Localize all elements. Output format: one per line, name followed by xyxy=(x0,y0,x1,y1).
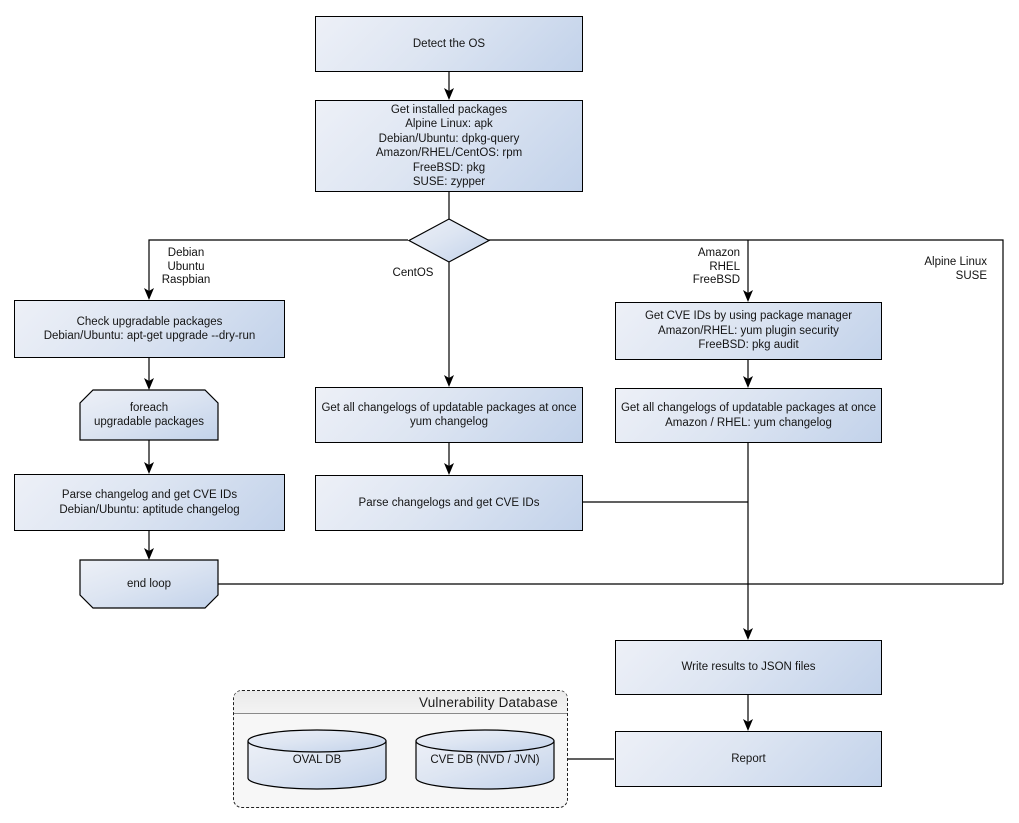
edge-label-line: Ubuntu xyxy=(167,260,205,273)
node-label: Get installed packages xyxy=(390,103,508,116)
edge-label-line: SUSE xyxy=(955,269,987,282)
database-label: OVAL DB xyxy=(292,753,342,766)
node-label: Get CVE IDs by using package manager xyxy=(644,310,853,323)
node-label: foreach xyxy=(129,401,169,414)
node-label: Get all changelogs of updatable packages… xyxy=(620,402,877,414)
node-label: Alpine Linux: apk xyxy=(405,118,493,130)
node-label: Amazon/RHEL: yum plugin security xyxy=(658,324,839,337)
node-label: Write results to JSON files xyxy=(681,661,816,674)
label-cve-db: CVE DB (NVD / JVN) xyxy=(416,746,554,774)
node-label: FreeBSD: pkg audit xyxy=(698,339,799,352)
node-label: Debian/Ubuntu: apt-get upgrade --dry-run xyxy=(43,330,256,342)
node-label: Parse changelog and get CVE IDs xyxy=(61,489,238,501)
database-label: CVE DB (NVD / JVN) xyxy=(430,753,540,766)
node-label: Amazon/RHEL/CentOS: rpm xyxy=(375,147,523,159)
node-detect-os: Detect the OS xyxy=(315,16,583,72)
vulnerability-database-title: Vulnerability Database xyxy=(234,691,567,714)
node-report: Report xyxy=(615,731,882,787)
node-label: end loop xyxy=(126,577,172,590)
node-get-changelogs-centos: Get all changelogs of updatable packages… xyxy=(315,387,583,443)
node-write-results-json: Write results to JSON files xyxy=(615,640,882,695)
edge-label-line: Raspbian xyxy=(161,274,211,286)
decision-os-diamond xyxy=(407,218,491,263)
node-label: upgradable packages xyxy=(94,416,204,428)
edge-label-amazon-rhel-freebsd: Amazon RHEL FreeBSD xyxy=(660,247,740,288)
edge-label-line: RHEL xyxy=(709,260,740,273)
node-label: yum changelog xyxy=(410,416,488,428)
edge-label-line: FreeBSD xyxy=(692,274,740,286)
node-check-upgradable-packages: Check upgradable packages Debian/Ubuntu:… xyxy=(14,300,285,358)
node-label: Report xyxy=(731,752,766,765)
loop-start-foreach: foreach upgradable packages xyxy=(80,390,218,440)
node-label: Check upgradable packages xyxy=(76,315,223,328)
node-get-installed-packages: Get installed packages Alpine Linux: apk… xyxy=(315,100,583,192)
loop-end: end loop xyxy=(80,560,218,608)
node-label: Get all changelogs of updatable packages… xyxy=(321,401,577,414)
edge-label-line: Amazon xyxy=(697,247,740,259)
label-oval-db: OVAL DB xyxy=(248,746,386,774)
node-label: Detect the OS xyxy=(412,37,486,50)
node-label: FreeBSD: pkg xyxy=(412,161,486,174)
node-label: SUSE: zypper xyxy=(412,176,486,188)
node-parse-changelog-debian: Parse changelog and get CVE IDs Debian/U… xyxy=(14,474,285,531)
node-parse-changelogs-centos: Parse changelogs and get CVE IDs xyxy=(315,475,583,531)
edge-label-debian-ubuntu-raspbian: Debian Ubuntu Raspbian xyxy=(150,247,222,288)
edge-label-alpine-linux-suse: Alpine Linux SUSE xyxy=(880,256,987,283)
node-label: Parse changelogs and get CVE IDs xyxy=(358,496,540,509)
edge-label-line: Debian xyxy=(167,247,205,259)
edge-label-line: CentOS xyxy=(392,267,434,279)
node-label: Amazon / RHEL: yum changelog xyxy=(665,416,832,429)
node-label: Debian/Ubuntu: aptitude changelog xyxy=(59,503,240,516)
node-label: Debian/Ubuntu: dpkg-query xyxy=(378,132,520,145)
edge-label-centos: CentOS xyxy=(384,267,442,281)
node-get-changelogs-amazon-rhel: Get all changelogs of updatable packages… xyxy=(615,388,882,443)
edge-label-line: Alpine Linux xyxy=(924,256,987,268)
node-get-cve-ids-package-manager: Get CVE IDs by using package manager Ama… xyxy=(615,302,882,360)
